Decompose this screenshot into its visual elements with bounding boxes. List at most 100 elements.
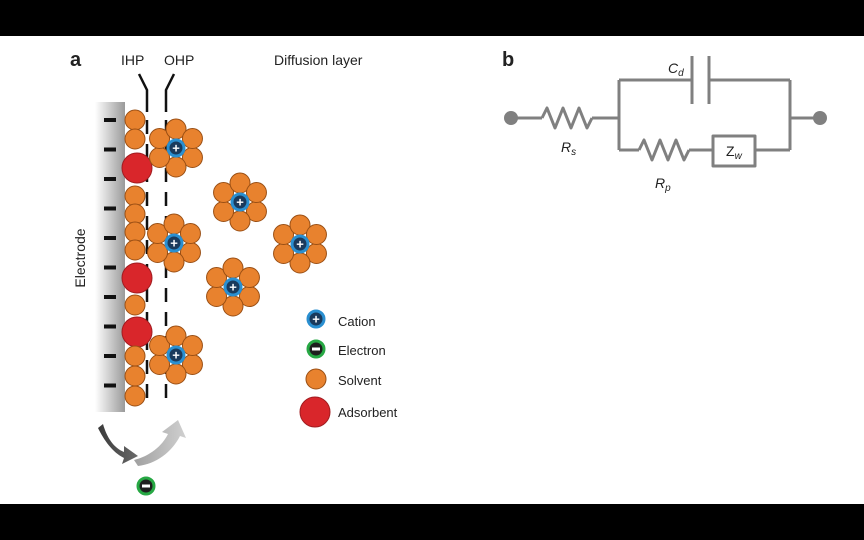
- ohp-leader-line: [164, 73, 176, 112]
- panel-a-label: a: [70, 49, 82, 71]
- solvent-molecule: [124, 203, 146, 225]
- electrode-label: Electrode: [72, 228, 88, 287]
- negative-charge-icon: [104, 147, 116, 152]
- equivalent-circuit: [504, 56, 827, 168]
- negative-charge-icon: [104, 265, 116, 270]
- svg-text:+: +: [229, 280, 237, 295]
- cation-icon: +: [290, 234, 310, 254]
- legend-cation-label: Cation: [338, 314, 376, 329]
- adsorbent-molecule: [121, 316, 153, 348]
- solvent-molecule: [124, 128, 146, 150]
- negative-charge-icon: [104, 295, 116, 299]
- electron-up-arrow-icon: [134, 420, 186, 466]
- solvent-molecule: [181, 128, 203, 149]
- solvent-molecule: [124, 365, 146, 387]
- adsorbed-layer: [121, 109, 153, 407]
- figure-svg: a IHP OHP Diffusion layer Electrode ++++…: [70, 49, 827, 496]
- solvent-molecule: [124, 239, 146, 261]
- solvated-cation: +: [149, 118, 203, 178]
- negative-charge-icon: [104, 206, 116, 211]
- rp-label: Rp: [655, 175, 671, 194]
- legend-electron-label: Electron: [338, 343, 386, 358]
- negative-charge-icon: [104, 236, 116, 240]
- cation-icon: +: [164, 233, 184, 253]
- top-letterbox: [0, 0, 864, 36]
- solvent-molecule: [206, 267, 228, 288]
- solvent-molecule: [213, 201, 235, 222]
- resistor-rp-icon: [637, 138, 691, 162]
- legend: + Cation Electron Solvent Adsorbent: [299, 309, 398, 428]
- solvent-molecule: [181, 335, 203, 356]
- solvent-molecule: [149, 335, 171, 356]
- resistor-rs-icon: [540, 106, 594, 130]
- solvent-molecule: [147, 223, 169, 244]
- solvent-molecule: [213, 182, 235, 203]
- solvent-molecule: [305, 224, 327, 245]
- rp-symbol: R: [655, 175, 665, 191]
- solvent-molecule: [238, 267, 260, 288]
- bottom-letterbox: [0, 504, 864, 540]
- cd-label: Cd: [668, 60, 684, 79]
- cd-subscript: d: [678, 68, 684, 79]
- negative-charge-icon: [104, 354, 116, 358]
- solvated-cation: +: [147, 213, 201, 273]
- solvent-molecule: [124, 109, 146, 131]
- negative-charge-icon: [104, 324, 116, 329]
- zw-label: Zw: [726, 143, 743, 162]
- svg-text:+: +: [172, 348, 180, 363]
- legend-adsorbent-icon: [299, 396, 331, 428]
- zw-subscript: w: [735, 151, 743, 162]
- zw-symbol: Z: [726, 143, 735, 159]
- cation-icon: +: [166, 138, 186, 158]
- electrode-charges: [104, 118, 116, 388]
- diffusion-layer-label: Diffusion layer: [274, 52, 363, 68]
- solvent-molecule: [124, 185, 146, 207]
- rs-subscript: s: [571, 147, 576, 158]
- electron-down-arrow-icon: [98, 424, 138, 464]
- legend-electron-icon: [306, 339, 326, 359]
- cd-symbol: C: [668, 60, 679, 76]
- adsorbent-molecule: [121, 152, 153, 184]
- legend-solvent-label: Solvent: [338, 373, 382, 388]
- cation-icon: +: [166, 345, 186, 365]
- cation-icon: +: [230, 192, 250, 212]
- right-terminal: [813, 111, 827, 125]
- ihp-leader-line: [137, 73, 149, 112]
- legend-adsorbent-label: Adsorbent: [338, 405, 398, 420]
- free-electron-icon: [136, 476, 156, 496]
- solvent-molecule: [124, 385, 146, 407]
- solvent-molecule: [273, 243, 295, 264]
- legend-solvent-icon: [305, 368, 327, 390]
- negative-charge-icon: [104, 118, 116, 122]
- svg-text:+: +: [312, 312, 320, 327]
- solvent-molecule: [124, 345, 146, 367]
- rp-subscript: p: [664, 183, 671, 194]
- adsorbent-molecule: [121, 262, 153, 294]
- solvated-cation: +: [213, 172, 267, 232]
- solvent-molecule: [149, 354, 171, 375]
- solvent-molecule: [147, 242, 169, 263]
- solvent-molecule: [206, 286, 228, 307]
- solvated-ions: + + + + + +: [147, 118, 327, 385]
- negative-charge-icon: [104, 383, 116, 388]
- electrode-slab: [95, 102, 125, 412]
- solvent-molecule: [245, 182, 267, 203]
- rs-symbol: R: [561, 139, 571, 155]
- svg-text:+: +: [296, 237, 304, 252]
- figure-panel: a IHP OHP Diffusion layer Electrode ++++…: [0, 36, 864, 504]
- solvent-molecule: [124, 221, 146, 243]
- solvent-molecule: [273, 224, 295, 245]
- solvated-cation: +: [149, 325, 203, 385]
- ohp-label: OHP: [164, 52, 194, 68]
- rs-label: Rs: [561, 139, 576, 158]
- svg-text:+: +: [172, 141, 180, 156]
- panel-b-label: b: [502, 49, 514, 71]
- solvated-cation: +: [273, 214, 327, 274]
- ihp-label: IHP: [121, 52, 144, 68]
- solvated-cation: +: [206, 257, 260, 317]
- solvent-molecule: [124, 294, 146, 316]
- solvent-molecule: [149, 147, 171, 168]
- cation-icon: +: [223, 277, 243, 297]
- legend-cation-icon: +: [306, 309, 326, 329]
